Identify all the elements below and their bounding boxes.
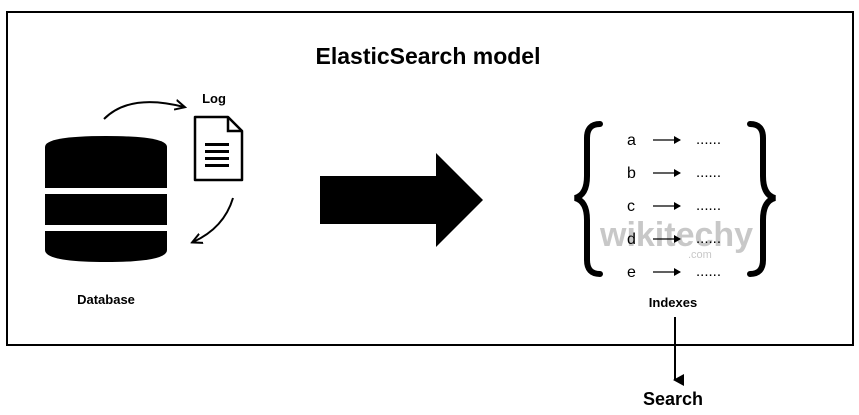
index-row: a...... xyxy=(627,131,721,149)
right-brace xyxy=(747,121,776,277)
left-brace xyxy=(574,121,603,277)
indexes-label: Indexes xyxy=(649,295,697,310)
curved-arrow-to-log xyxy=(103,102,184,120)
log-label: Log xyxy=(202,91,226,106)
arrow-right-icon xyxy=(320,153,483,247)
index-row: e...... xyxy=(627,263,721,281)
index-key: c xyxy=(627,198,635,215)
index-rows: a......b......c......d......e...... xyxy=(627,131,721,281)
index-key: a xyxy=(627,132,636,149)
database-icon xyxy=(45,136,167,262)
index-row: b...... xyxy=(627,164,721,182)
watermark-text: wikitechy xyxy=(599,216,753,254)
index-value: ...... xyxy=(696,164,721,181)
index-key: e xyxy=(627,264,636,281)
watermark-subtext: .com xyxy=(688,249,712,261)
database-label: Database xyxy=(77,292,135,307)
diagram-title: ElasticSearch model xyxy=(316,43,541,69)
index-value: ...... xyxy=(696,230,721,247)
index-value: ...... xyxy=(696,197,721,214)
index-value: ...... xyxy=(696,131,721,148)
index-value: ...... xyxy=(696,263,721,280)
document-icon xyxy=(193,115,244,182)
index-row: d...... xyxy=(627,230,721,248)
index-key: d xyxy=(627,231,636,248)
curved-arrow-to-database xyxy=(193,197,234,242)
index-row: c...... xyxy=(627,197,721,215)
search-label: Search xyxy=(643,389,703,409)
index-key: b xyxy=(627,165,636,182)
